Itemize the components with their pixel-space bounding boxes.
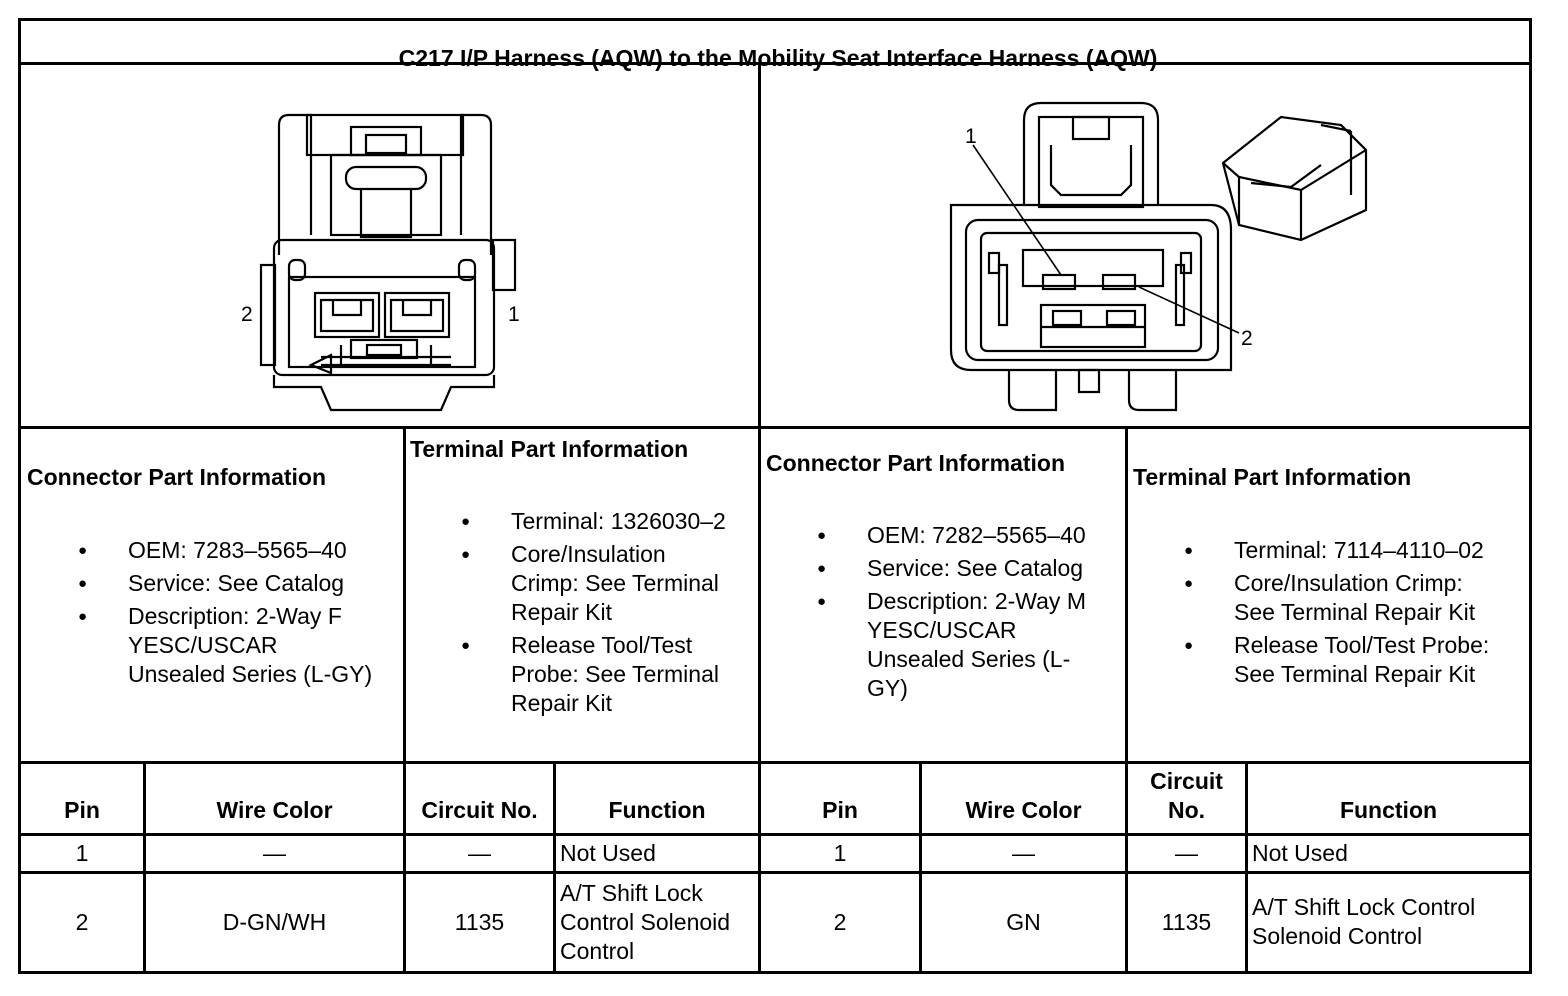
header-function: Function: [608, 797, 706, 823]
list-item: Terminal: 7114–4110–02: [1184, 536, 1489, 565]
table-cell-circuit: 1135: [1161, 909, 1212, 935]
table-cell-pin: 1: [75, 840, 89, 866]
list-item: Release Tool/Test Probe: See Terminal Re…: [1184, 631, 1489, 689]
header-pin: Pin: [64, 797, 100, 823]
divider: [21, 871, 1529, 874]
right-pin-label-1: 1: [965, 125, 977, 148]
list-item: OEM: 7282–5565–40: [817, 521, 1086, 550]
divider: [919, 761, 922, 974]
table-cell-pin: 2: [833, 909, 847, 935]
list-item: Service: See Catalog: [78, 569, 372, 598]
divider: [553, 761, 556, 974]
right-connector-part-list: OEM: 7282–5565–40 Service: See Catalog D…: [817, 521, 1086, 707]
header-circuit-no: Circuit No.: [421, 797, 538, 823]
table-cell-wire: D-GN/WH: [222, 909, 327, 935]
table-cell-circuit: —: [468, 840, 491, 866]
header-circuit-no: Circuit No.: [1150, 768, 1223, 823]
table-cell-circuit: 1135: [454, 909, 505, 935]
divider: [21, 426, 1529, 429]
right-connector-diagram: 1 2: [949, 101, 1368, 412]
right-terminal-part-heading: Terminal Part Information: [1133, 464, 1412, 490]
divider: [1125, 426, 1128, 974]
table-cell-wire: GN: [1006, 909, 1041, 935]
table-cell-pin: 2: [75, 909, 89, 935]
list-item: Terminal: 1326030–2: [461, 507, 726, 536]
table-cell-function: A/T Shift Lock Control Solenoid Control: [560, 880, 731, 964]
table-cell-pin: 1: [833, 840, 847, 866]
left-terminal-part-heading: Terminal Part Information: [410, 436, 689, 462]
divider: [1245, 761, 1248, 974]
table-cell-wire: —: [1012, 840, 1035, 866]
right-terminal-part-list: Terminal: 7114–4110–02 Core/Insulation C…: [1184, 536, 1489, 693]
table-cell-function: Not Used: [560, 840, 656, 866]
list-item: Service: See Catalog: [817, 554, 1086, 583]
divider: [758, 62, 761, 974]
left-pin-label-2: 2: [241, 303, 253, 326]
diagram-frame: C217 I/P Harness (AQW) to the Mobility S…: [18, 18, 1532, 974]
list-item: Description: 2-Way F YESC/USCAR Unsealed…: [78, 602, 372, 689]
header-wire-color: Wire Color: [965, 797, 1082, 823]
divider: [403, 426, 406, 974]
header-wire-color: Wire Color: [216, 797, 333, 823]
left-connector-part-list: OEM: 7283–5565–40 Service: See Catalog D…: [78, 536, 372, 693]
list-item: Description: 2-Way M YESC/USCAR Unsealed…: [817, 587, 1086, 703]
table-cell-function: Not Used: [1252, 840, 1348, 866]
divider: [143, 761, 146, 974]
list-item: Release Tool/Test Probe: See Terminal Re…: [461, 631, 726, 718]
table-cell-function: A/T Shift Lock Control Solenoid Control: [1252, 894, 1476, 949]
table-cell-wire: —: [263, 840, 286, 866]
right-pin-label-2: 2: [1241, 327, 1253, 350]
table-cell-circuit: —: [1175, 840, 1198, 866]
left-pin-label-1: 1: [508, 303, 520, 326]
header-pin: Pin: [822, 797, 858, 823]
right-connector-part-heading: Connector Part Information: [766, 450, 1066, 476]
header-function: Function: [1339, 797, 1438, 823]
divider: [21, 62, 1529, 65]
divider: [21, 761, 1529, 764]
list-item: Core/Insulation Crimp: See Terminal Repa…: [461, 540, 726, 627]
left-connector-part-heading: Connector Part Information: [27, 464, 327, 490]
divider: [21, 833, 1529, 836]
list-item: OEM: 7283–5565–40: [78, 536, 372, 565]
list-item: Core/Insulation Crimp: See Terminal Repa…: [1184, 569, 1489, 627]
left-connector-diagram: 2 1: [241, 113, 520, 412]
left-terminal-part-list: Terminal: 1326030–2 Core/Insulation Crim…: [461, 507, 726, 722]
page-title: C217 I/P Harness (AQW) to the Mobility S…: [398, 45, 1158, 71]
